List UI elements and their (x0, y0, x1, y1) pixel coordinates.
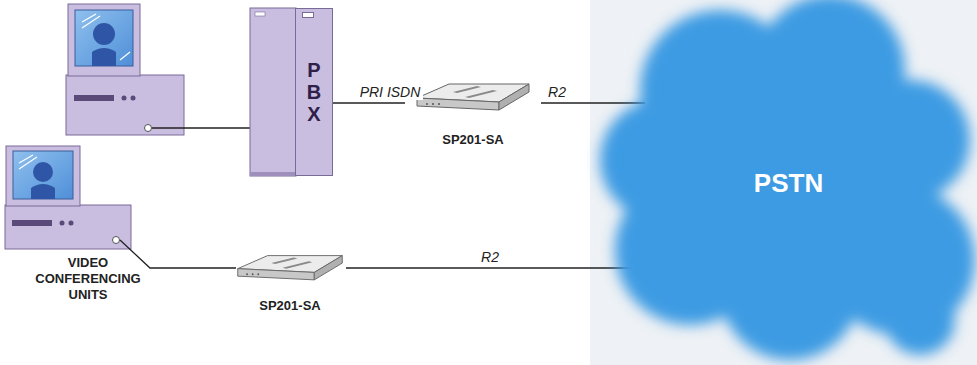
signal-line (346, 267, 645, 268)
pbx-cabinet-back (250, 8, 296, 176)
video-unit-bottom (5, 146, 131, 249)
wire (152, 127, 250, 128)
video-unit-top (66, 4, 184, 135)
signal-line (333, 102, 405, 103)
line-label: R2 (545, 84, 569, 100)
line-label: R2 (478, 249, 502, 265)
pbx-cabinet: PBX (295, 8, 333, 176)
wire (120, 240, 236, 268)
device-name: SP201-SA (234, 298, 346, 313)
sp201-device: SP201-SA (234, 250, 346, 316)
group-caption: VIDEO CONFERENCING UNITS (32, 255, 144, 303)
pbx-label: PBX (304, 59, 324, 125)
pbx-slot (302, 12, 314, 18)
device-name: SP201-SA (405, 132, 541, 147)
device-shape (405, 78, 541, 118)
pstn-cloud: PSTN (600, 0, 977, 365)
line-label: PRI ISDN (357, 84, 424, 100)
signal-line (541, 102, 645, 103)
device-shape (234, 250, 346, 290)
network-name: PSTN (600, 168, 977, 199)
sp201-device: SP201-SA (405, 78, 541, 150)
